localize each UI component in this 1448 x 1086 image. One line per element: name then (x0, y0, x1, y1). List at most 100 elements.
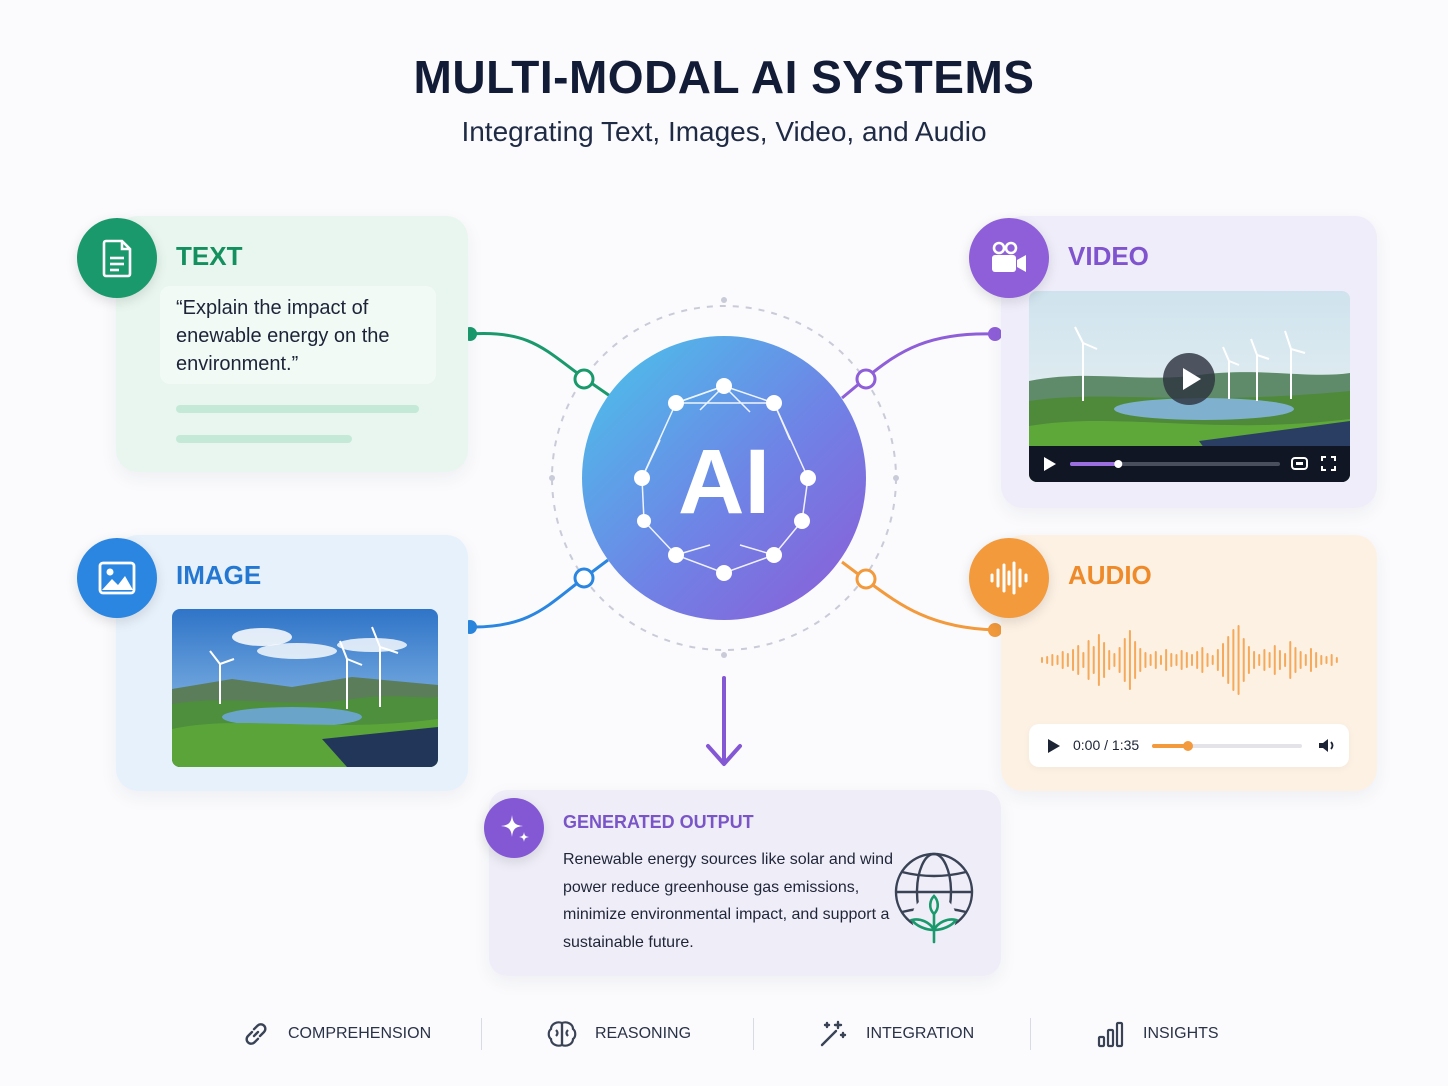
waveform-bar (1289, 641, 1292, 679)
text-placeholder-line (176, 405, 419, 413)
waveform-bar (1185, 652, 1188, 668)
video-card-title: VIDEO (1068, 241, 1149, 271)
output-text: Renewable energy sources like solar and … (563, 851, 893, 951)
waveform-bar (1284, 653, 1287, 667)
waveform-bar (1325, 656, 1328, 664)
fullscreen-icon[interactable] (1321, 456, 1336, 471)
footer-item-insights: INSIGHTS (1097, 1018, 1219, 1050)
waveform-bar (1139, 648, 1142, 672)
audio-time: 0:00 / 1:35 (1073, 737, 1140, 753)
waveform-bar (1206, 653, 1209, 667)
video-play-icon[interactable] (1043, 456, 1057, 472)
waveform-bar (1175, 654, 1178, 666)
output-badge (484, 798, 544, 858)
waveform-bar (1087, 640, 1090, 680)
footer-label: COMPREHENSION (288, 1025, 432, 1042)
waveform-bar (1320, 655, 1323, 665)
waveform-bar (1294, 647, 1297, 673)
waveform-bar (1103, 642, 1106, 678)
footer-divider (753, 1018, 754, 1050)
waveform-bar (1273, 645, 1276, 675)
waveform-bar (1222, 643, 1225, 677)
waveform-bar (1077, 645, 1080, 675)
waveform-bar (1268, 652, 1271, 668)
waveform-bar (1263, 649, 1266, 671)
waveform-bar (1335, 657, 1338, 663)
waveform-bar (1315, 652, 1318, 668)
play-overlay-button[interactable] (1163, 353, 1215, 405)
text-placeholder-line (176, 435, 352, 443)
waveform-bar (1330, 654, 1333, 666)
text-prompt: “Explain the impact of enewable energy o… (176, 297, 390, 375)
document-icon (102, 239, 132, 278)
audio-badge (969, 538, 1049, 618)
generated-output-card (489, 790, 1001, 976)
waveform-bar (1180, 650, 1183, 670)
waveform-bar (1299, 651, 1302, 669)
video-camera-icon (992, 241, 1026, 272)
waveform-bar (1258, 654, 1261, 666)
waveform-bar (1237, 625, 1240, 695)
globe-leaf-icon (894, 852, 974, 944)
audio-card-title: AUDIO (1068, 560, 1152, 590)
text-prompt-box (160, 286, 436, 384)
waveform-bar (1196, 651, 1199, 669)
image-icon (98, 561, 136, 595)
waveform-icon (990, 561, 1028, 595)
waveform-bar (1134, 641, 1137, 679)
waveform-bar (1072, 649, 1075, 671)
footer-label: INTEGRATION (866, 1025, 975, 1042)
volume-icon[interactable] (1318, 737, 1338, 754)
waveform-bar (1247, 646, 1250, 674)
waveform-bar (1128, 630, 1131, 690)
waveform-bar (1092, 646, 1095, 674)
waveform-bar (1309, 648, 1312, 672)
waveform-bar (1066, 653, 1069, 667)
link-icon (245, 1023, 267, 1045)
bar-chart-icon (1097, 1021, 1124, 1048)
footer-divider (481, 1018, 482, 1050)
video-badge (969, 218, 1049, 298)
footer-label: REASONING (595, 1025, 692, 1042)
magic-wand-icon (820, 1020, 847, 1047)
audio-play-icon[interactable] (1047, 738, 1061, 754)
down-arrow-icon (706, 676, 742, 766)
waveform-bar (1149, 654, 1152, 666)
waveform-bar (1191, 654, 1193, 666)
waveform-bar (1046, 656, 1049, 664)
waveform-bar (1201, 647, 1204, 673)
text-badge (77, 218, 157, 298)
footer-item-comprehension: COMPREHENSION (242, 1018, 431, 1050)
waveform-bar (1170, 653, 1173, 667)
waveform-bar (1242, 638, 1245, 682)
waveform-bar (1227, 636, 1230, 684)
brain-icon (547, 1021, 577, 1047)
waveform-bar (1211, 655, 1214, 665)
waveform-bar (1154, 651, 1157, 669)
waveform-bar (1159, 655, 1162, 665)
page-title: MULTI-MODAL AI SYSTEMS (413, 51, 1035, 103)
page-subtitle: Integrating Text, Images, Video, and Aud… (461, 116, 987, 147)
waveform-bar (1108, 650, 1111, 670)
waveform-bar (1232, 629, 1235, 691)
waveform-bar (1304, 654, 1307, 666)
image-badge (77, 538, 157, 618)
audio-waveform (1041, 625, 1338, 695)
waveform-bar (1118, 647, 1121, 673)
video-progress-slider[interactable] (1070, 458, 1280, 470)
waveform-bar (1061, 651, 1064, 669)
waveform-bar (1041, 657, 1043, 663)
waveform-bar (1144, 652, 1147, 668)
audio-progress-slider[interactable] (1152, 740, 1302, 752)
captions-icon[interactable] (1291, 456, 1308, 471)
landscape-photo (172, 609, 438, 767)
footer-item-reasoning: REASONING (547, 1018, 691, 1050)
waveform-bar (1051, 654, 1054, 666)
sparkle-icon (501, 815, 529, 842)
output-card-title: GENERATED OUTPUT (563, 812, 754, 832)
waveform-bar (1097, 634, 1100, 686)
footer-divider (1030, 1018, 1031, 1050)
waveform-bar (1082, 652, 1085, 668)
waveform-bar (1113, 653, 1116, 667)
